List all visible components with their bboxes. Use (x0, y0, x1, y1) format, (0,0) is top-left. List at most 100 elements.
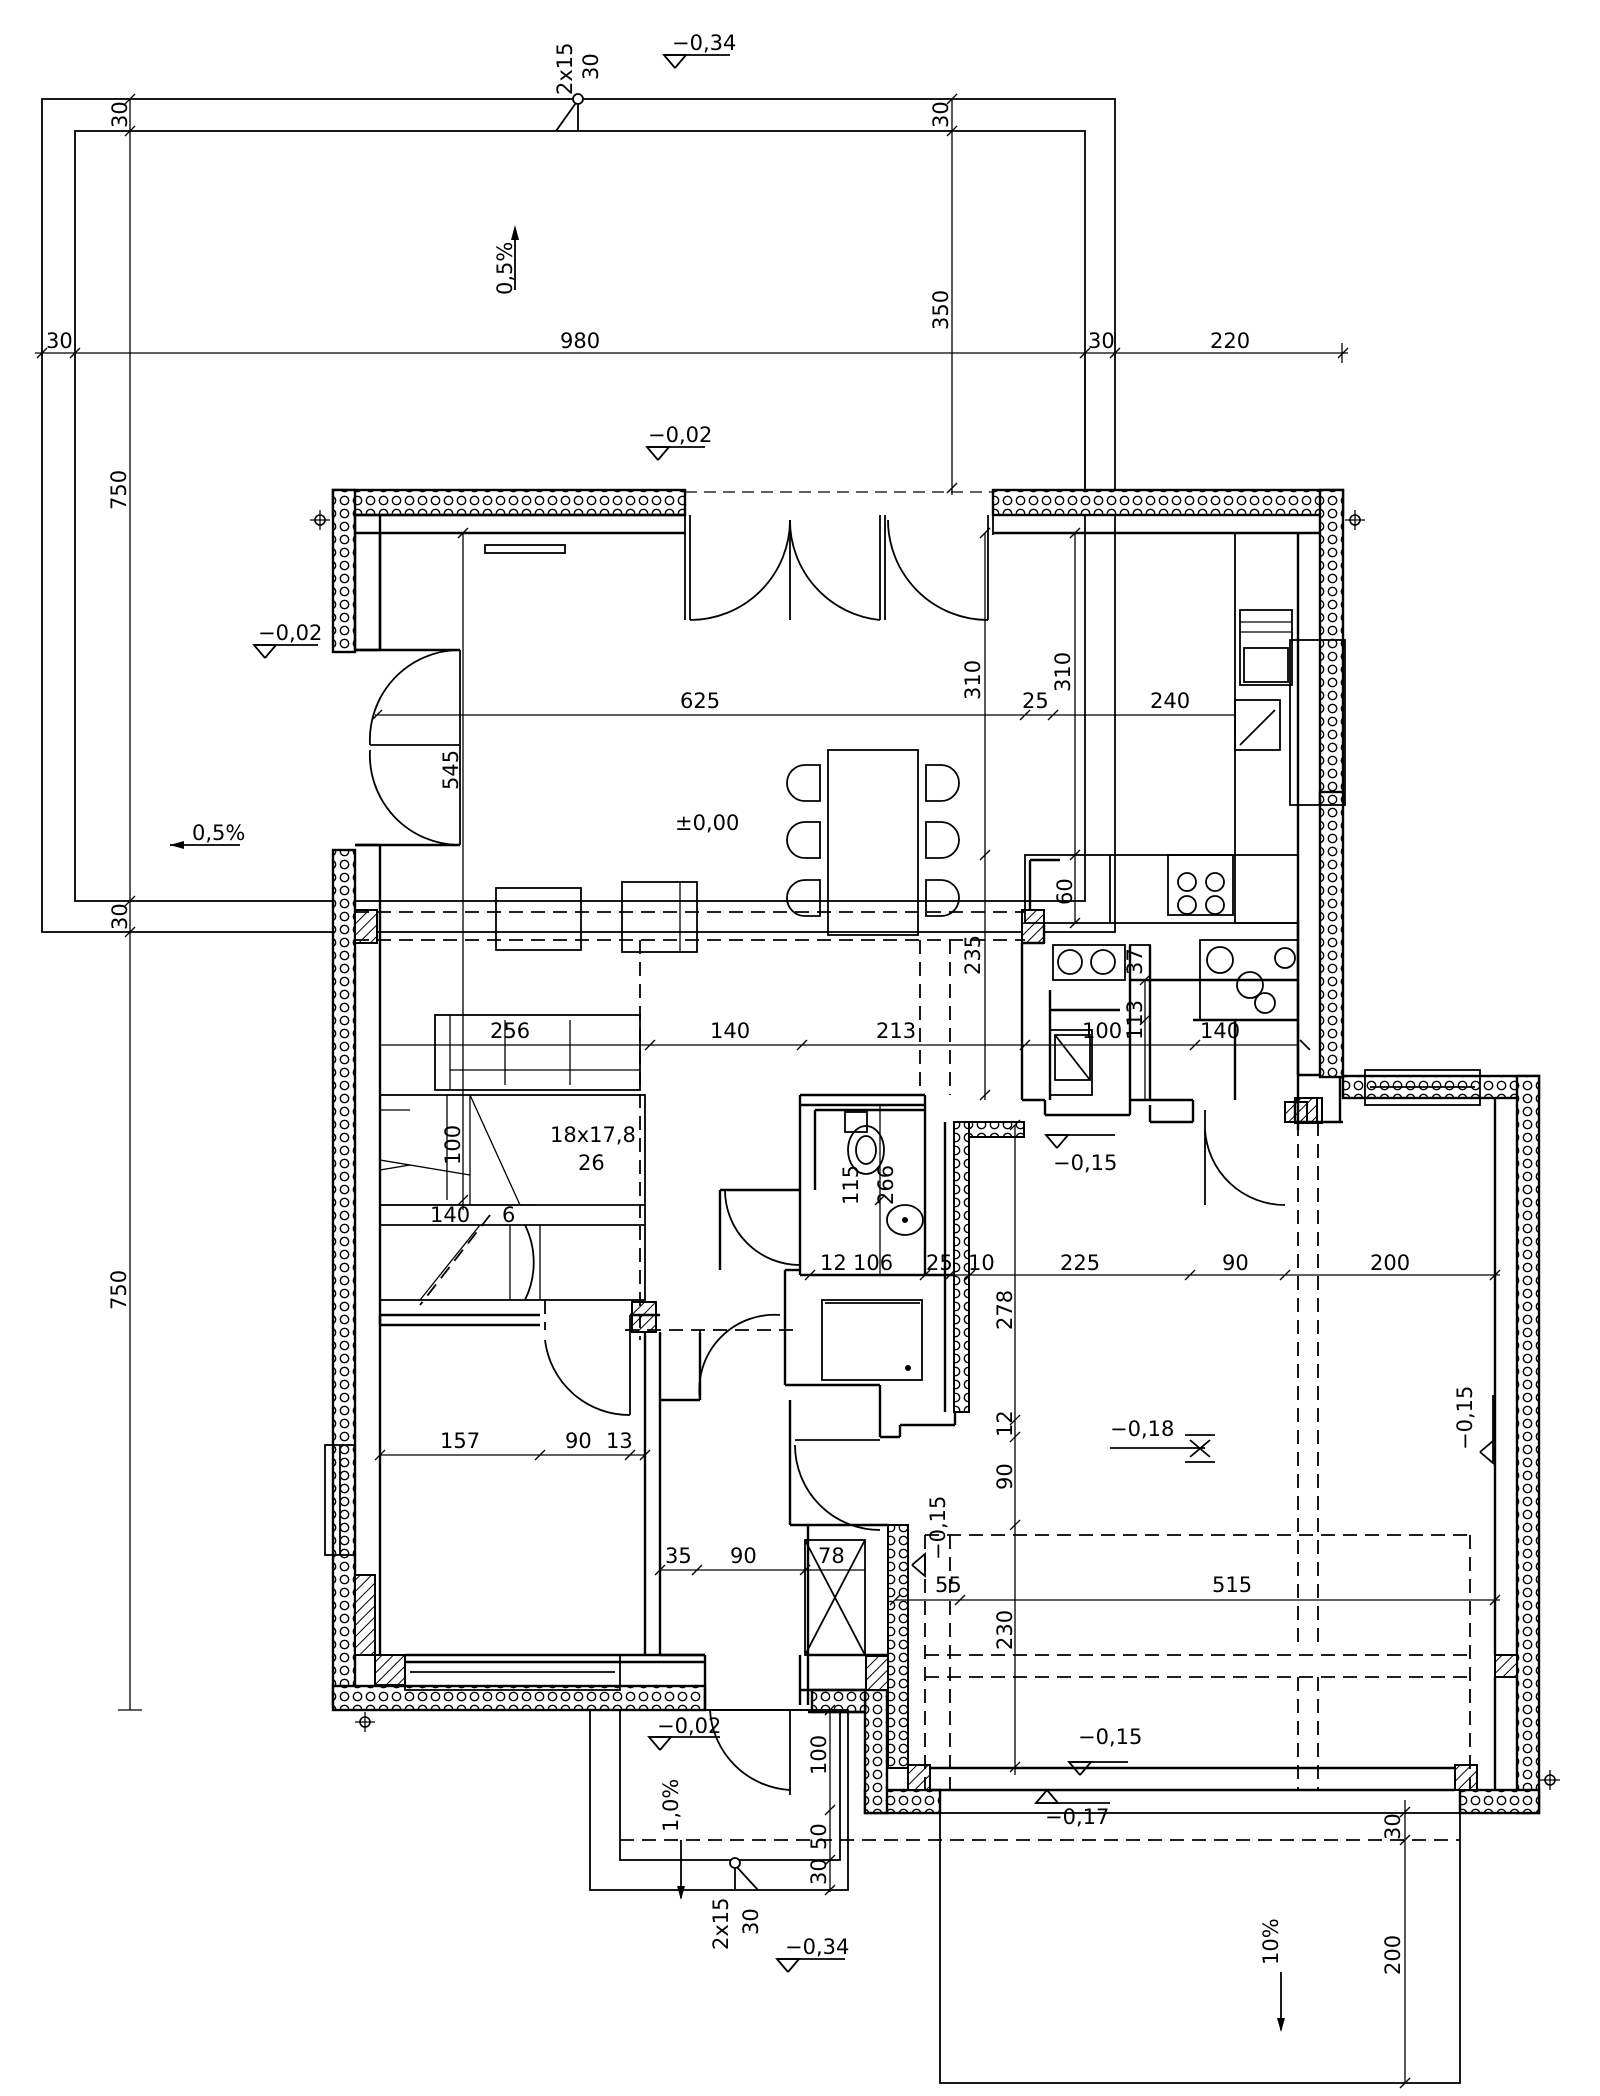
dim-113: 113 (1123, 1000, 1147, 1040)
left-terrace-door (355, 648, 461, 847)
level-terrace: −0,02 (648, 423, 712, 447)
bath-25: 25 (926, 1251, 953, 1275)
level-utility: −0,15 (1053, 1151, 1117, 1175)
bath-106: 106 (853, 1251, 893, 1275)
dim-310-a: 310 (961, 660, 985, 700)
garage-90-v: 90 (993, 1463, 1017, 1490)
dim-545: 545 (439, 750, 463, 790)
living-furniture (434, 881, 698, 1091)
dining-table (786, 749, 960, 936)
level-drive: −0,17 (1045, 1805, 1109, 1829)
grid-marker (1345, 510, 1365, 530)
grid-marker (1540, 1770, 1560, 1790)
garage-278: 278 (993, 1290, 1017, 1330)
stair-6: 6 (502, 1203, 515, 1227)
level-triangles (252, 54, 1494, 1973)
bottom-stair-30: 30 (739, 1908, 763, 1935)
stair-steps: 26 (578, 1151, 605, 1175)
level-living: ±0,00 (675, 811, 739, 835)
grid-markers (310, 510, 1560, 1790)
terrace-350: 350 (929, 290, 953, 330)
room-35: 35 (665, 1544, 692, 1568)
level-garage: −0,18 (1110, 1417, 1174, 1441)
garage-drain (1110, 1434, 1215, 1463)
terrace-slope-left: 0,5% (192, 821, 245, 845)
bath-10: 10 (968, 1251, 995, 1275)
slope-arrows (170, 225, 1285, 2032)
left-750: 750 (107, 470, 131, 510)
room-157: 157 (440, 1429, 480, 1453)
room-90b: 90 (730, 1544, 757, 1568)
entrance-slope: 1,0% (659, 1779, 683, 1832)
stair-size: 18x17,8 (550, 1123, 636, 1147)
level-garage-door: −0,15 (926, 1496, 950, 1560)
garage-230: 230 (993, 1610, 1017, 1650)
back-30-right: 30 (1088, 329, 1115, 353)
drive-30: 30 (1381, 1813, 1405, 1840)
entrance-30: 30 (807, 1858, 831, 1885)
back-980: 980 (560, 329, 600, 353)
grid-marker (310, 510, 330, 530)
level-left-terrace: −0,02 (258, 621, 322, 645)
dim-240: 240 (1150, 689, 1190, 713)
back-30-left: 30 (46, 329, 73, 353)
dim-25: 25 (1022, 689, 1049, 713)
terrace-slope-top: 0,5% (493, 242, 517, 295)
kitchen (1024, 532, 1299, 1096)
bottom-750: 750 (107, 1270, 131, 1310)
dim-37: 37 (1123, 948, 1147, 975)
garage-225: 225 (1060, 1251, 1100, 1275)
dim-625: 625 (680, 689, 720, 713)
dim-256: 256 (490, 1019, 530, 1043)
level-garage-front: −0,15 (1078, 1725, 1142, 1749)
level-top-stair: −0,34 (672, 31, 736, 55)
back-openings (484, 491, 994, 621)
top-stair-2x15-label: 2x15 (553, 42, 577, 95)
garage-200: 200 (1370, 1251, 1410, 1275)
garage-90: 90 (1222, 1251, 1249, 1275)
grid-marker (355, 1712, 375, 1732)
bottom-stair-2x15: 2x15 (709, 1897, 733, 1950)
interior-doors (544, 1110, 1286, 1795)
dim-140: 140 (710, 1019, 750, 1043)
garage-12: 12 (993, 1410, 1017, 1437)
hatched-columns (354, 909, 1518, 1791)
back-terrace-30-a: 30 (108, 101, 132, 128)
terrace-30-bottom: 30 (108, 903, 132, 930)
dim-213: 213 (876, 1019, 916, 1043)
level-garage-right: −0,15 (1453, 1386, 1477, 1450)
terrace-dimensions (35, 93, 1349, 1711)
bath-266: 266 (874, 1165, 898, 1205)
dimension-lines (371, 527, 1501, 1896)
dim-310-b: 310 (1051, 652, 1075, 692)
drive-200: 200 (1381, 1935, 1405, 1975)
left-bedroom-window (324, 1444, 356, 1556)
driveway (939, 1800, 1461, 2089)
top-stair-30-label: 30 (579, 53, 603, 80)
garage-515: 515 (1212, 1573, 1252, 1597)
room-13: 13 (606, 1429, 633, 1453)
entrance-100: 100 (807, 1735, 831, 1775)
room-90: 90 (565, 1429, 592, 1453)
labels: 2x15 30 −0,34 30 30 0,5% 350 30 980 30 2… (46, 31, 1477, 1975)
dim-100-kitchen: 100 (1082, 1019, 1122, 1043)
garage-side-window (1364, 1069, 1481, 1106)
dim-235: 235 (961, 935, 985, 975)
stair-140: 140 (430, 1203, 470, 1227)
garage-55: 55 (935, 1573, 962, 1597)
level-entrance: −0,02 (657, 1714, 721, 1738)
level-bottom-stair: −0,34 (785, 1935, 849, 1959)
right-kitchen-window (1289, 639, 1346, 806)
dim-60: 60 (1053, 878, 1077, 905)
stair-100: 100 (441, 1125, 465, 1165)
drive-slope: 10% (1259, 1918, 1283, 1965)
bathroom (800, 1103, 926, 1381)
back-220: 220 (1210, 329, 1250, 353)
entrance-50: 50 (807, 1823, 831, 1850)
terrace-30-right: 30 (929, 101, 953, 128)
entrance-stoop (589, 1709, 849, 1891)
outer-walls (331, 488, 1541, 1815)
dim-140-kitchen: 140 (1200, 1019, 1240, 1043)
garage-x-box (804, 1539, 866, 1656)
